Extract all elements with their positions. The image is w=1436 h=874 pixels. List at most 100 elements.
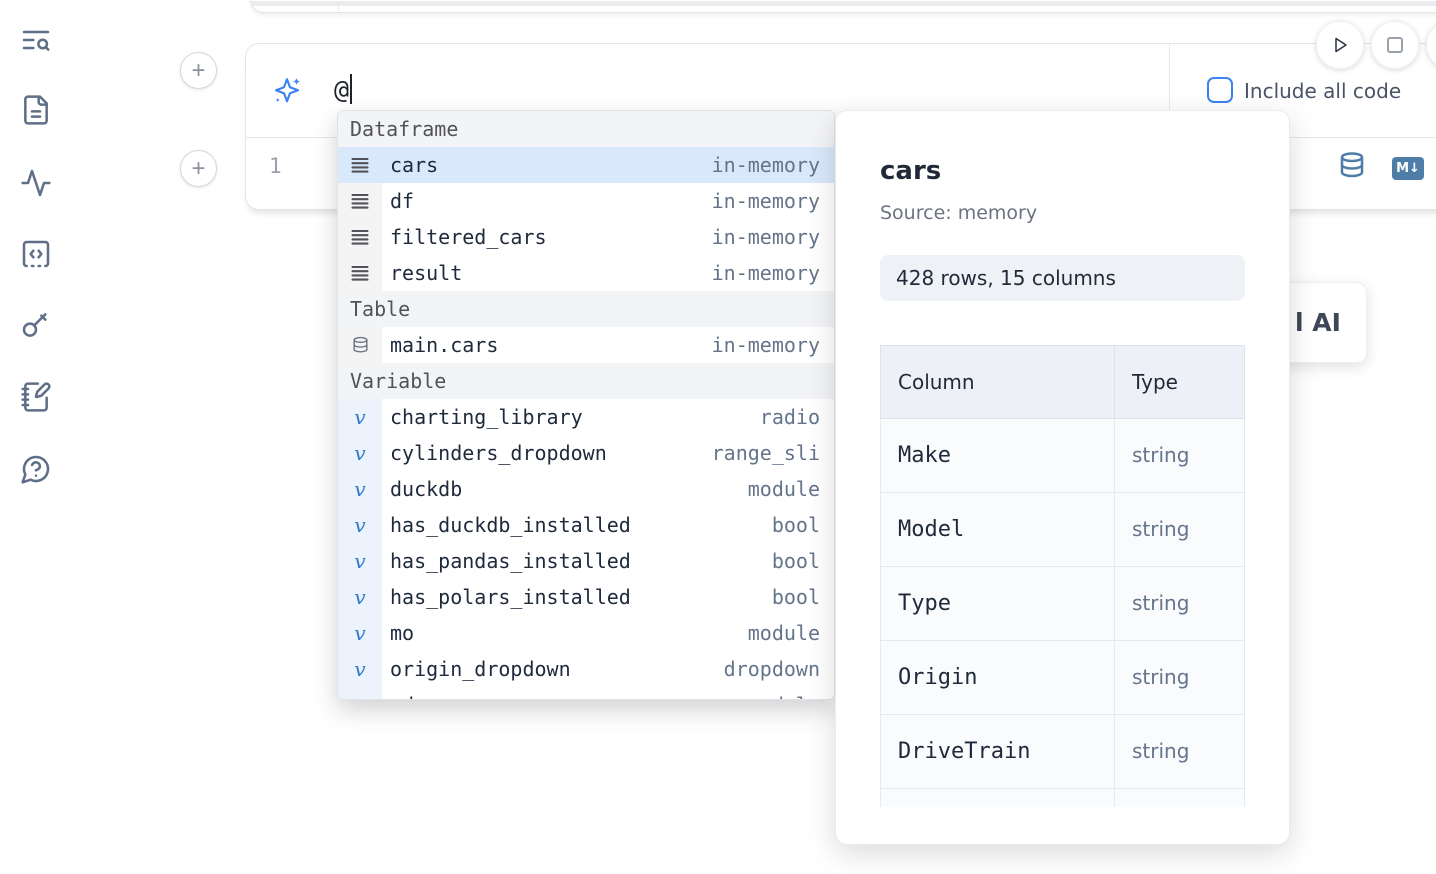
autocomplete-section-header: Table bbox=[338, 291, 834, 327]
autocomplete-item-name: has_pandas_installed bbox=[390, 549, 631, 573]
shape-badge: 428 rows, 15 columns bbox=[880, 255, 1245, 301]
autocomplete-item[interactable]: v origin_dropdown dropdown bbox=[338, 651, 834, 687]
schema-column-name: Make bbox=[880, 417, 1115, 493]
database-icon bbox=[338, 327, 382, 363]
dataframe-rows-icon bbox=[338, 183, 382, 219]
autocomplete-item[interactable]: v has_duckdb_installed bool bbox=[338, 507, 834, 543]
scratchpad-code-icon[interactable] bbox=[20, 238, 52, 270]
variable-icon: v bbox=[338, 579, 382, 615]
file-document-icon[interactable] bbox=[20, 94, 52, 126]
autocomplete-item-name: pd bbox=[382, 693, 748, 699]
schema-column-name: Origin bbox=[880, 639, 1115, 715]
schema-column-type: string bbox=[1114, 417, 1245, 493]
notebook-pen-icon[interactable] bbox=[20, 381, 52, 413]
autocomplete-item-name: origin_dropdown bbox=[390, 657, 571, 681]
autocomplete-item-meta: in-memory bbox=[711, 189, 820, 213]
schema-column-type: string bbox=[1114, 565, 1245, 641]
schema-header-type: Type bbox=[1114, 346, 1245, 419]
variable-icon: v bbox=[338, 471, 382, 507]
dataframe-rows-icon bbox=[338, 219, 382, 255]
autocomplete-item-name: cars bbox=[390, 153, 439, 177]
autocomplete-item-name: duckdb bbox=[390, 477, 463, 501]
autocomplete-item-meta: in-memory bbox=[711, 261, 820, 285]
dataframe-preview-panel: cars Source: memory 428 rows, 15 columns… bbox=[835, 110, 1290, 845]
text-search-icon[interactable] bbox=[20, 24, 52, 56]
preview-source: Source: memory bbox=[880, 202, 1038, 224]
divider bbox=[1169, 44, 1170, 137]
autocomplete-item-meta: range_sli bbox=[711, 441, 820, 465]
autocomplete-item-name: main.cars bbox=[390, 333, 499, 357]
schema-column-name: Type bbox=[880, 565, 1115, 641]
variable-icon: v bbox=[338, 543, 382, 579]
ai-sparkle-icon bbox=[274, 78, 300, 103]
autocomplete-item-name: mo bbox=[390, 621, 415, 645]
autocomplete-item[interactable]: v has_pandas_installed bool bbox=[338, 543, 834, 579]
autocomplete-item-meta: bool bbox=[771, 549, 820, 573]
datasource-button[interactable] bbox=[1337, 151, 1367, 185]
code-editor-row[interactable]: 1 M↓ bbox=[246, 138, 1436, 210]
autocomplete-item-name: result bbox=[390, 261, 463, 285]
autocomplete-item-meta: module bbox=[747, 477, 820, 501]
variable-icon: v bbox=[338, 687, 382, 699]
help-chat-icon[interactable] bbox=[20, 453, 52, 485]
autocomplete-item-meta: in-memory bbox=[711, 225, 820, 249]
activity-icon[interactable] bbox=[20, 167, 52, 199]
variable-icon: v bbox=[338, 507, 382, 543]
schema-column-name: DriveTrain bbox=[880, 713, 1115, 789]
dataframe-rows-icon bbox=[338, 147, 382, 183]
schema-column-type: string bbox=[1114, 639, 1245, 715]
schema-column-type: string bbox=[1114, 713, 1245, 789]
extra-toolbar-button[interactable] bbox=[1426, 21, 1436, 69]
autocomplete-item[interactable]: df in-memory bbox=[338, 183, 834, 219]
dataframe-rows-icon bbox=[338, 255, 382, 291]
add-cell-above-button[interactable]: + bbox=[180, 52, 217, 89]
autocomplete-item-meta: radio bbox=[759, 405, 820, 429]
stop-button[interactable] bbox=[1371, 21, 1419, 69]
markdown-badge-button[interactable]: M↓ bbox=[1392, 157, 1424, 180]
add-cell-below-button[interactable]: + bbox=[180, 150, 217, 187]
ai-prompt-input[interactable]: @ bbox=[334, 74, 353, 104]
autocomplete-item-meta: bool bbox=[771, 585, 820, 609]
run-cell-button[interactable] bbox=[1316, 21, 1364, 69]
autocomplete-item[interactable]: result in-memory bbox=[338, 255, 834, 291]
schema-row bbox=[880, 787, 1245, 807]
autocomplete-section-header: Variable bbox=[338, 363, 834, 399]
key-icon[interactable] bbox=[20, 309, 52, 341]
schema-column-name bbox=[880, 787, 1115, 807]
variable-icon: v bbox=[338, 651, 382, 687]
schema-header-column: Column bbox=[880, 346, 1115, 419]
line-number: 1 bbox=[269, 154, 282, 178]
text-caret bbox=[350, 74, 353, 104]
ai-card-label: l AI bbox=[1295, 308, 1341, 337]
variable-icon: v bbox=[338, 399, 382, 435]
include-all-code-label: Include all code bbox=[1244, 79, 1402, 103]
autocomplete-item-meta: dropdown bbox=[723, 657, 820, 681]
ai-prompt-row[interactable]: @ Include all code bbox=[246, 44, 1436, 138]
variable-icon: v bbox=[338, 615, 382, 651]
autocomplete-item-meta: module bbox=[747, 621, 820, 645]
autocomplete-item-name: has_duckdb_installed bbox=[390, 513, 631, 537]
autocomplete-item-name: cylinders_dropdown bbox=[390, 441, 607, 465]
autocomplete-item-name: df bbox=[390, 189, 415, 213]
previous-cell-edge bbox=[250, 0, 1436, 13]
include-all-code-checkbox[interactable] bbox=[1207, 77, 1233, 103]
autocomplete-item-meta: bool bbox=[771, 513, 820, 537]
autocomplete-item[interactable]: vpdmodule bbox=[338, 687, 834, 699]
